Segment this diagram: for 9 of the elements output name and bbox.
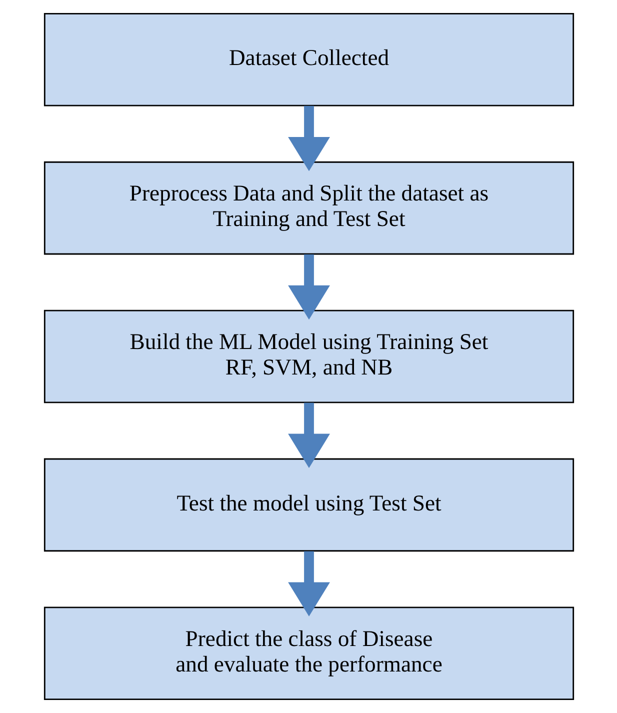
node-box: Build the ML Model using Training Set RF, SVM, and NB	[43, 310, 574, 404]
node-box: Predict the class of Disease and evaluate the performance	[43, 606, 574, 700]
arrow	[288, 402, 330, 468]
node-box: Dataset Collected	[43, 13, 574, 106]
node-box: Test the model using Test Set	[43, 458, 574, 552]
arrow	[288, 254, 330, 320]
arrow	[288, 106, 330, 172]
node-box: Preprocess Data and Split the dataset as Training and Test Set	[43, 161, 574, 255]
arrow	[288, 551, 330, 616]
